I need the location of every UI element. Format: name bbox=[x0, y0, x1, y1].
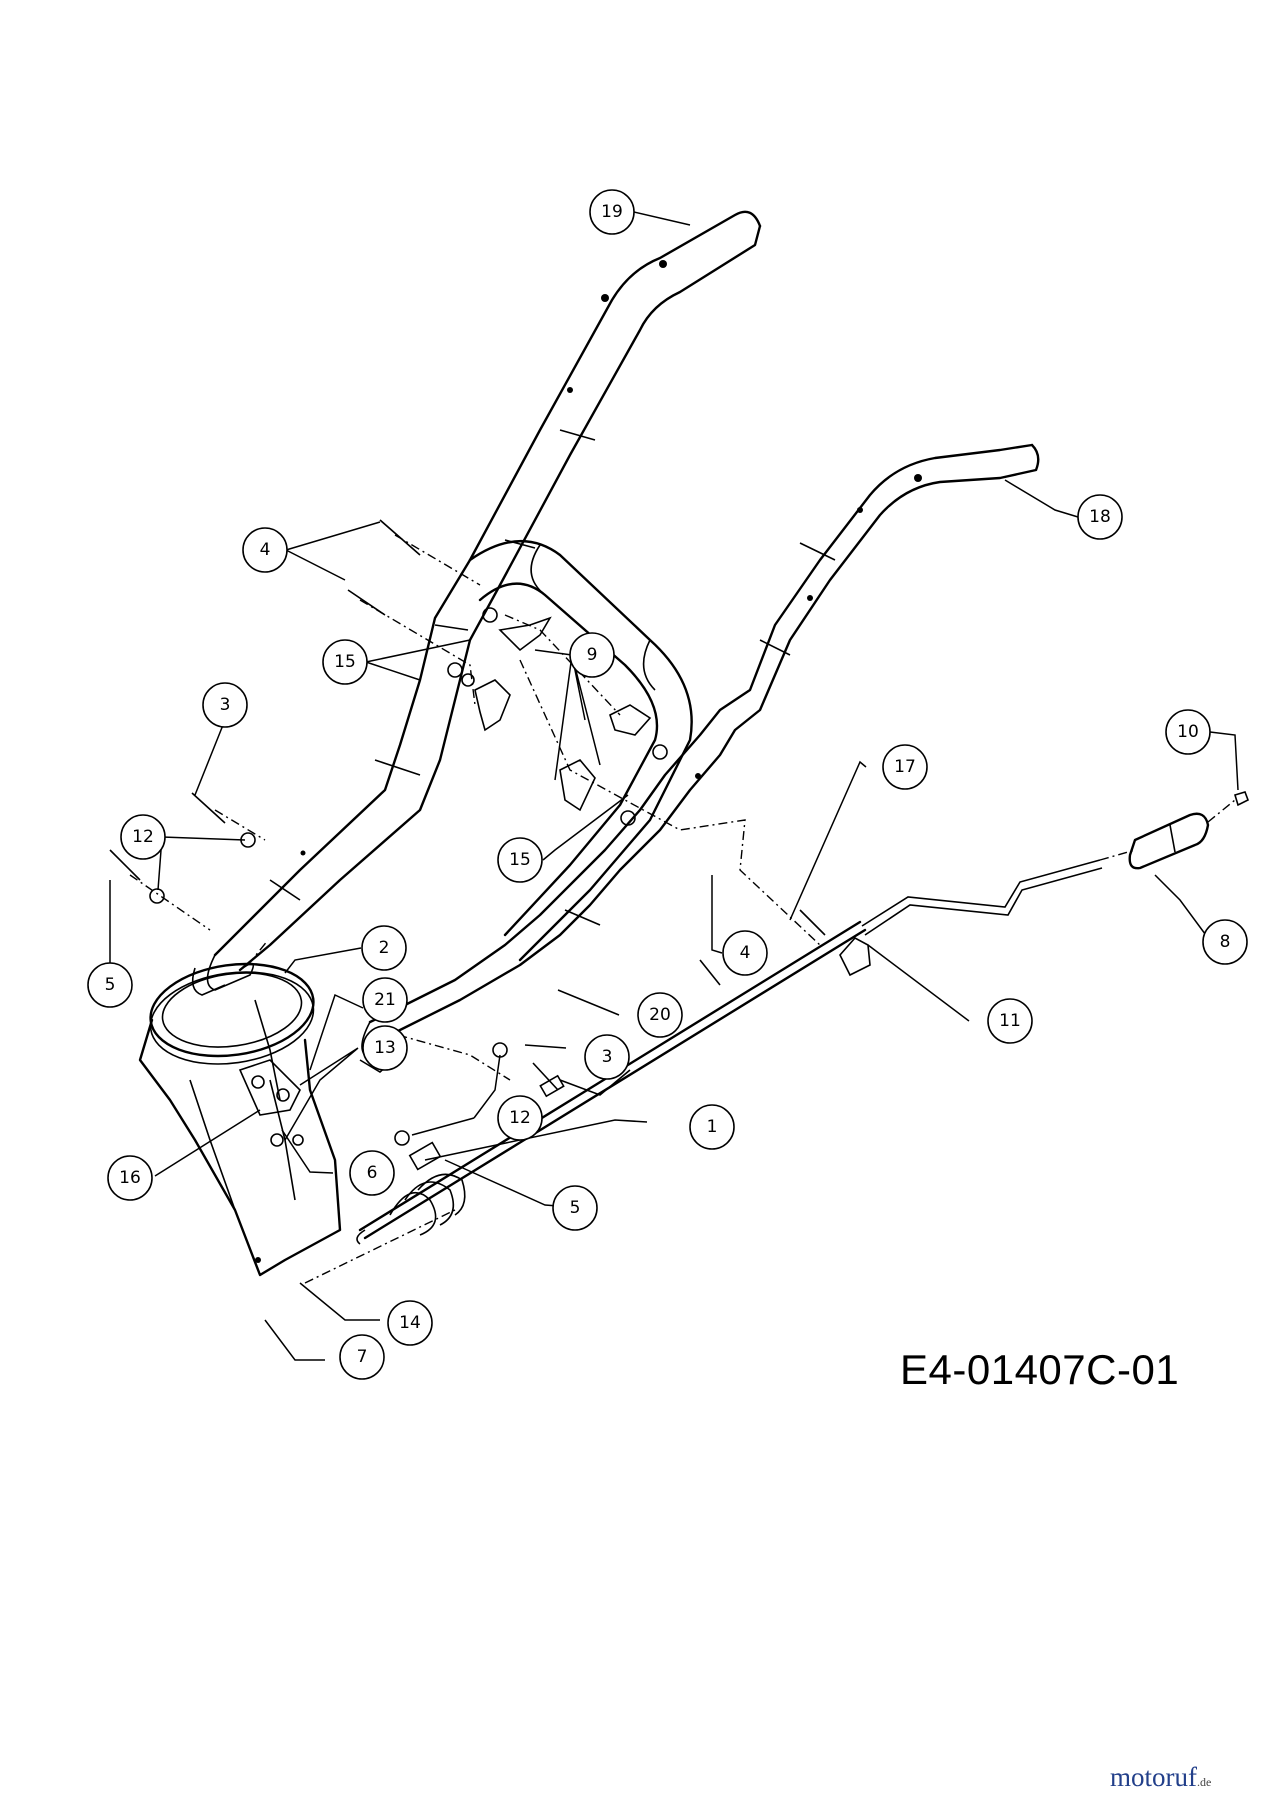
leader-lines bbox=[109, 211, 1239, 1361]
watermark-brand: motoruf bbox=[1110, 1762, 1197, 1792]
callout-12-left: 12 bbox=[120, 814, 166, 860]
callout-4-upper: 4 bbox=[242, 527, 288, 573]
svg-text:3: 3 bbox=[220, 695, 231, 715]
svg-text:12: 12 bbox=[509, 1108, 531, 1128]
svg-text:15: 15 bbox=[334, 652, 356, 672]
svg-text:10: 10 bbox=[1177, 722, 1199, 742]
callout-3-right: 3 bbox=[584, 1034, 630, 1080]
callout-6: 6 bbox=[349, 1150, 395, 1196]
svg-text:13: 13 bbox=[374, 1038, 396, 1058]
svg-text:11: 11 bbox=[999, 1011, 1021, 1031]
callout-7: 7 bbox=[339, 1334, 385, 1380]
callout-10: 10 bbox=[1165, 709, 1211, 755]
callout-15-lower: 15 bbox=[497, 837, 543, 883]
svg-text:15: 15 bbox=[509, 850, 531, 870]
callout-11: 11 bbox=[987, 998, 1033, 1044]
svg-text:2: 2 bbox=[379, 938, 390, 958]
svg-text:18: 18 bbox=[1089, 507, 1111, 527]
callout-19: 19 bbox=[589, 189, 635, 235]
assembly-lines bbox=[129, 534, 1236, 1284]
callout-18: 18 bbox=[1077, 494, 1123, 540]
svg-text:20: 20 bbox=[649, 1005, 671, 1025]
callout-14: 14 bbox=[387, 1300, 433, 1346]
callout-20: 20 bbox=[637, 992, 683, 1038]
upper-handle-right-tube bbox=[359, 443, 1040, 1073]
svg-text:4: 4 bbox=[260, 540, 271, 560]
svg-text:21: 21 bbox=[374, 990, 396, 1010]
watermark-tld: .de bbox=[1197, 1775, 1212, 1789]
svg-text:3: 3 bbox=[602, 1047, 613, 1067]
callout-bubbles: 19 18 4 15 9 3 10 17 12 15 4 8 2 5 21 20… bbox=[87, 189, 1248, 1380]
watermark-logo: motoruf.de bbox=[1110, 1762, 1211, 1793]
callout-2: 2 bbox=[361, 925, 407, 971]
svg-text:9: 9 bbox=[587, 645, 598, 665]
callout-17: 17 bbox=[882, 744, 928, 790]
callout-12-right: 12 bbox=[497, 1095, 543, 1141]
crank-rod bbox=[356, 859, 1103, 1245]
svg-text:4: 4 bbox=[740, 943, 751, 963]
svg-text:5: 5 bbox=[570, 1198, 581, 1218]
chute-assembly bbox=[138, 962, 342, 1277]
callout-1: 1 bbox=[689, 1104, 735, 1150]
callout-13: 13 bbox=[362, 1025, 408, 1071]
svg-text:8: 8 bbox=[1220, 932, 1231, 952]
lower-handle-loop bbox=[468, 539, 693, 1096]
callout-15-upper: 15 bbox=[322, 639, 368, 685]
callout-4-lower: 4 bbox=[722, 930, 768, 976]
svg-text:7: 7 bbox=[357, 1347, 368, 1367]
upper-handle-left-tube bbox=[191, 210, 762, 996]
svg-text:17: 17 bbox=[894, 757, 916, 777]
callout-16: 16 bbox=[107, 1155, 153, 1201]
svg-text:14: 14 bbox=[399, 1313, 421, 1333]
svg-text:16: 16 bbox=[119, 1168, 141, 1188]
callout-9: 9 bbox=[569, 632, 615, 678]
wing-knobs bbox=[474, 616, 652, 812]
callout-5-right: 5 bbox=[552, 1185, 598, 1231]
svg-text:1: 1 bbox=[707, 1117, 718, 1137]
crank-grip bbox=[1128, 791, 1250, 870]
svg-text:6: 6 bbox=[367, 1163, 378, 1183]
callout-3-left: 3 bbox=[202, 682, 248, 728]
callout-8: 8 bbox=[1202, 919, 1248, 965]
svg-text:19: 19 bbox=[601, 202, 623, 222]
callout-5-left: 5 bbox=[87, 962, 133, 1008]
callout-21: 21 bbox=[362, 977, 408, 1023]
svg-text:12: 12 bbox=[132, 827, 154, 847]
svg-text:5: 5 bbox=[105, 975, 116, 995]
drawing-code: E4-01407C-01 bbox=[900, 1346, 1180, 1393]
